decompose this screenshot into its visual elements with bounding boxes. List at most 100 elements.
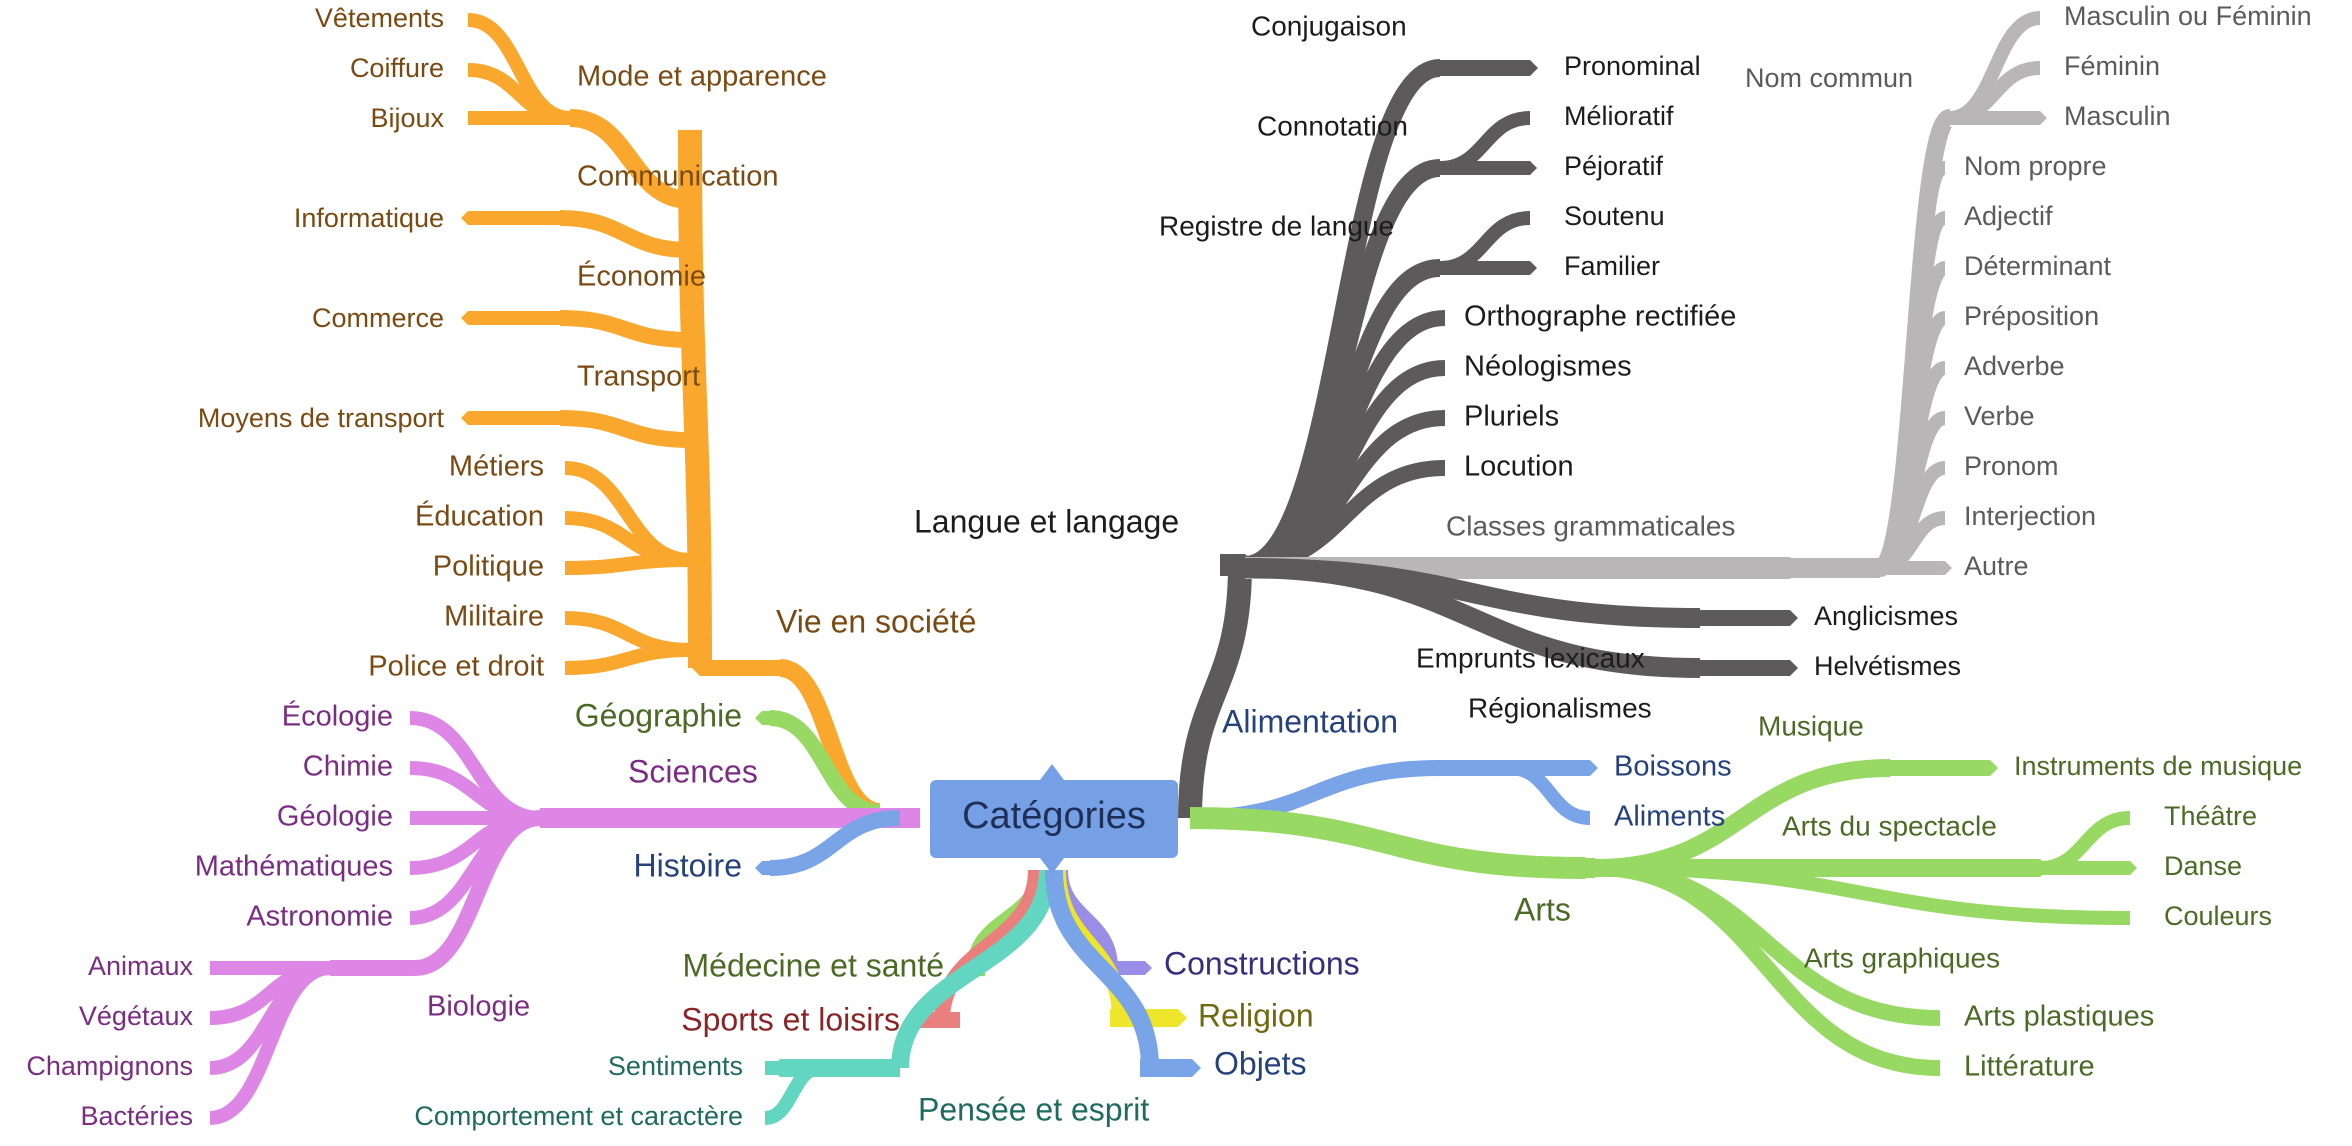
leaf-animaux[interactable]: Animaux [88, 951, 194, 981]
leaf-soutenu[interactable]: Soutenu [1564, 201, 1665, 231]
bar-musique-leaf [1890, 760, 1998, 776]
leaf-bacteries[interactable]: Bactéries [80, 1101, 193, 1131]
leaf-interjection[interactable]: Interjection [1964, 501, 2096, 531]
leaf-danse[interactable]: Danse [2164, 851, 2242, 881]
leaf-verbe[interactable]: Verbe [1964, 401, 2035, 431]
leaf-sentiments[interactable]: Sentiments [608, 1051, 743, 1081]
leaf-vegetaux[interactable]: Végétaux [79, 1001, 194, 1031]
classes-label[interactable]: Classes grammaticales [1446, 510, 1735, 541]
bar-moyens [461, 411, 560, 425]
musique-label[interactable]: Musique [1758, 710, 1864, 741]
leaf-pronom[interactable]: Pronom [1964, 451, 2059, 481]
leaf-chimie[interactable]: Chimie [303, 751, 393, 783]
leaf-autre[interactable]: Autre [1964, 551, 2029, 581]
leaf-police[interactable]: Police et droit [368, 651, 544, 683]
leaf-helvetismes[interactable]: Helvétismes [1814, 651, 1961, 681]
leaf-theatre[interactable]: Théâtre [2164, 801, 2257, 831]
leaf-geologie[interactable]: Géologie [277, 801, 393, 833]
medecine-label[interactable]: Médecine et santé [683, 947, 945, 983]
leaf-mathematiques[interactable]: Mathématiques [195, 851, 393, 883]
constructions-label[interactable]: Constructions [1164, 945, 1360, 981]
leaf-aliments[interactable]: Aliments [1614, 801, 1725, 833]
leaf-militaire[interactable]: Militaire [444, 601, 544, 633]
leaf-plastiques[interactable]: Arts plastiques [1964, 1001, 2154, 1033]
leaf-pluriels[interactable]: Pluriels [1464, 401, 1559, 433]
sciences-label[interactable]: Sciences [628, 753, 758, 789]
religion-label[interactable]: Religion [1198, 997, 1314, 1033]
leaf-instruments[interactable]: Instruments de musique [2014, 751, 2302, 781]
leaf-preposition[interactable]: Préposition [1964, 301, 2099, 331]
branch-communication [559, 210, 691, 258]
leaf-astronomie[interactable]: Astronomie [246, 901, 393, 933]
leaf-feminin[interactable]: Féminin [2064, 51, 2160, 81]
bar-vie-en-societe [692, 660, 780, 676]
pensee-label[interactable]: Pensée et esprit [918, 1091, 1149, 1127]
leaf-politique[interactable]: Politique [433, 551, 544, 583]
conjugaison-label[interactable]: Conjugaison [1251, 10, 1407, 41]
objets-label[interactable]: Objets [1214, 1045, 1306, 1081]
leaf-coiffure[interactable]: Coiffure [350, 53, 444, 83]
sports-label[interactable]: Sports et loisirs [681, 1001, 900, 1037]
connotation-label[interactable]: Connotation [1257, 110, 1408, 141]
communication-label[interactable]: Communication [577, 161, 778, 193]
leaf-informatique[interactable]: Informatique [294, 203, 444, 233]
leaf-neologismes[interactable]: Néologismes [1464, 351, 1632, 383]
histoire-label[interactable]: Histoire [634, 847, 742, 883]
leaf-litterature[interactable]: Littérature [1964, 1051, 2095, 1083]
leaf-couleurs[interactable]: Couleurs [2164, 901, 2272, 931]
leaf-melioratif[interactable]: Mélioratif [1564, 101, 1674, 131]
bar-anglicismes [1700, 610, 1798, 626]
biologie-label[interactable]: Biologie [427, 991, 530, 1023]
root-top-arrow [1040, 764, 1064, 780]
bar-familier [1440, 261, 1537, 275]
langue-label[interactable]: Langue et langage [914, 503, 1179, 539]
branch-leaf-police [564, 643, 691, 675]
arts-label[interactable]: Arts [1514, 891, 1571, 927]
branch-leaf-litterature [1594, 860, 1941, 1076]
leaf-boissons[interactable]: Boissons [1614, 751, 1732, 783]
leaf-pejoratif[interactable]: Péjoratif [1564, 151, 1664, 181]
leaf-masc-fem[interactable]: Masculin ou Féminin [2064, 1, 2312, 31]
root-label[interactable]: Catégories [962, 795, 1146, 837]
bar-masculin [1950, 111, 2047, 125]
leaf-anglicismes[interactable]: Anglicismes [1814, 601, 1958, 631]
economie-label[interactable]: Économie [577, 260, 706, 293]
leaf-adjectif[interactable]: Adjectif [1964, 201, 2053, 231]
leaf-commerce[interactable]: Commerce [312, 303, 444, 333]
graphiques-label[interactable]: Arts graphiques [1804, 942, 2000, 973]
spectacle-label[interactable]: Arts du spectacle [1782, 810, 1997, 841]
bar-conjugaison [1440, 60, 1538, 76]
bar-geographie [755, 711, 770, 725]
geographie-label[interactable]: Géographie [575, 697, 742, 733]
leaf-bijoux[interactable]: Bijoux [370, 103, 444, 133]
alimentation-label[interactable]: Alimentation [1222, 703, 1398, 739]
branch-pensee [891, 869, 1057, 1069]
leaf-adverbe[interactable]: Adverbe [1964, 351, 2065, 381]
emprunts-label[interactable]: Emprunts lexicaux [1416, 642, 1645, 673]
vie-en-societe-label[interactable]: Vie en société [776, 603, 976, 639]
registre-label[interactable]: Registre de langue [1159, 210, 1394, 241]
leaf-masculin[interactable]: Masculin [2064, 101, 2171, 131]
leaf-comportement[interactable]: Comportement et caractère [414, 1101, 743, 1131]
root-node-box[interactable] [930, 780, 1178, 858]
regionalismes-label[interactable]: Régionalismes [1468, 692, 1652, 723]
leaf-metiers[interactable]: Métiers [449, 451, 544, 483]
nom-commun-label[interactable]: Nom commun [1745, 63, 1913, 93]
branch-leaf-comportement [763, 1061, 822, 1125]
bar-autre [1880, 561, 1952, 575]
branch-connectors [209, 11, 2137, 1125]
leaf-nom-propre[interactable]: Nom propre [1964, 151, 2107, 181]
leaf-education[interactable]: Éducation [415, 500, 544, 533]
leaf-moyens[interactable]: Moyens de transport [198, 403, 445, 433]
leaf-determinant[interactable]: Déterminant [1964, 251, 2112, 281]
leaf-pronominal[interactable]: Pronominal [1564, 51, 1701, 81]
leaf-ecologie[interactable]: Écologie [282, 700, 393, 733]
node-labels: Catégories Vie en société Mode et apparenc… [26, 1, 2311, 1131]
leaf-champignons[interactable]: Champignons [26, 1051, 193, 1081]
leaf-vetements[interactable]: Vêtements [315, 3, 444, 33]
transport-label[interactable]: Transport [577, 361, 700, 393]
leaf-locution[interactable]: Locution [1464, 451, 1574, 483]
leaf-orthographe[interactable]: Orthographe rectifiée [1464, 301, 1736, 333]
leaf-familier[interactable]: Familier [1564, 251, 1660, 281]
mode-label[interactable]: Mode et apparence [577, 61, 827, 93]
